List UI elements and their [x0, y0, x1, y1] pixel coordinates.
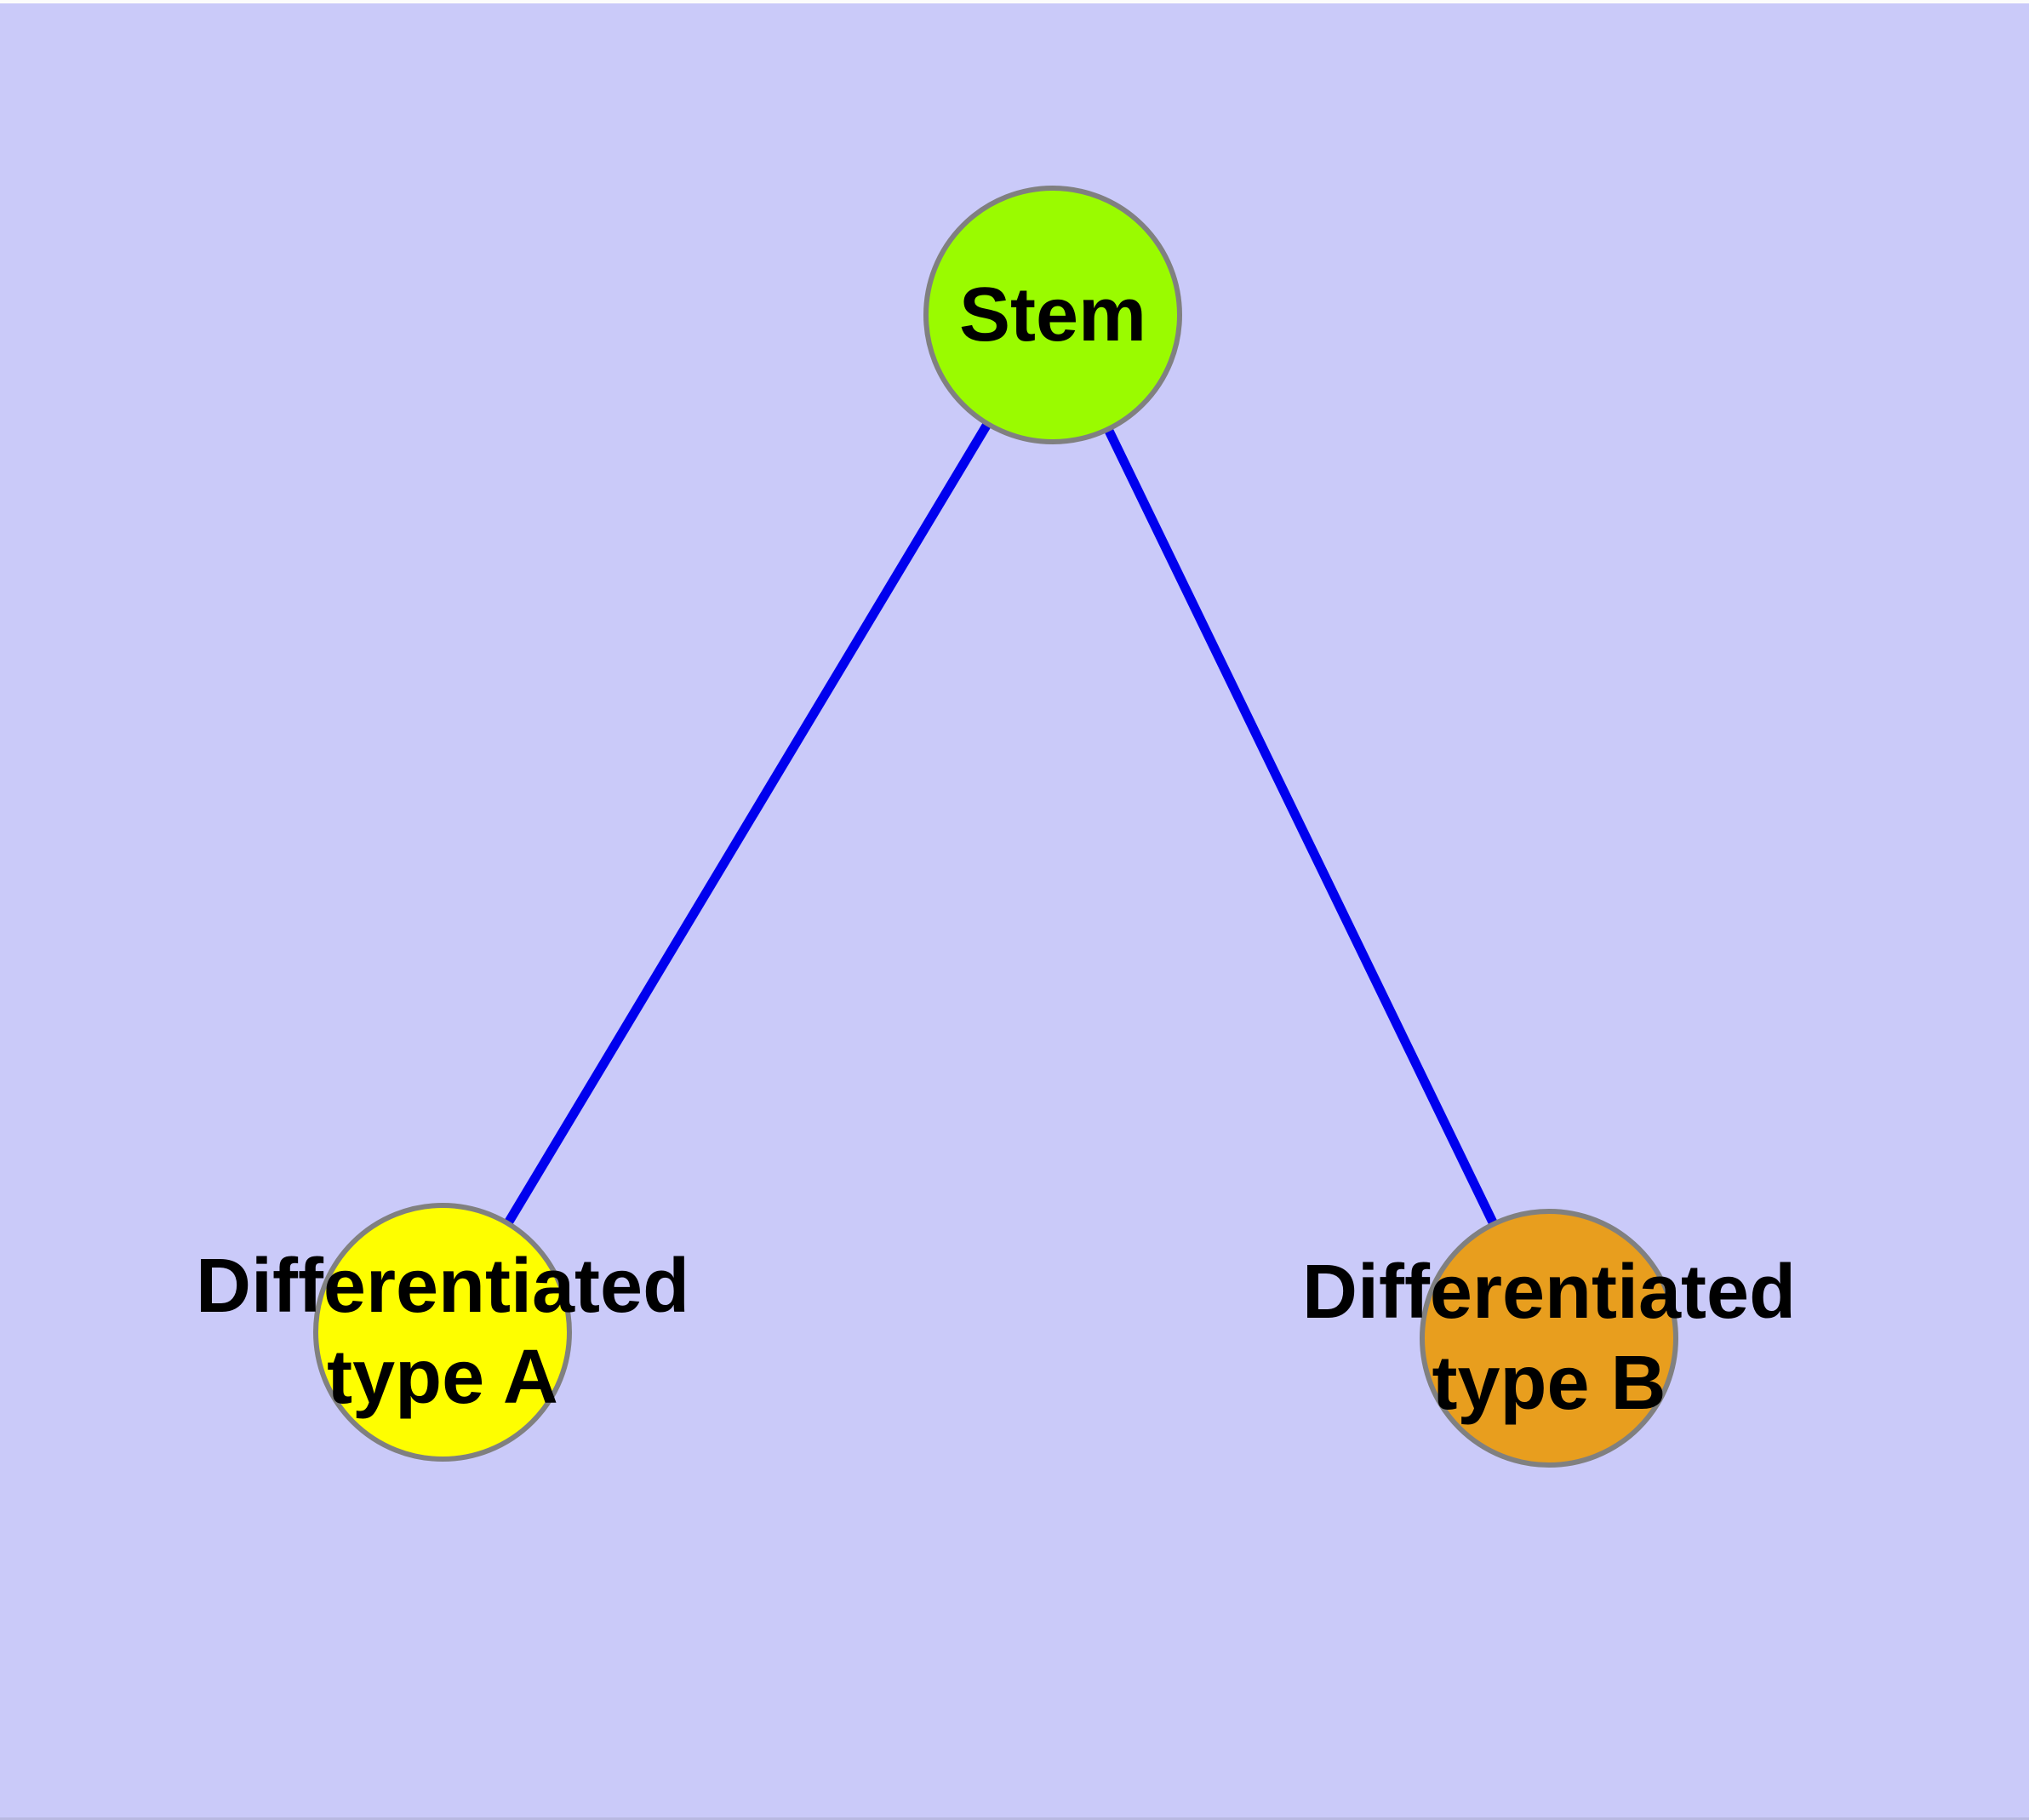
- node-stem: Stem: [923, 186, 1182, 444]
- edge-stem-to-type-b: [1049, 312, 1553, 1341]
- node-differentiated-type-a-circle[interactable]: [313, 1203, 572, 1462]
- node-differentiated-type-a: Differentiated type A: [196, 1203, 689, 1462]
- node-differentiated-type-b: Differentiated type B: [1302, 1209, 1796, 1468]
- edge-stem-to-type-a: [438, 312, 1057, 1335]
- node-stem-circle[interactable]: [923, 186, 1182, 444]
- canvas-top-edge: [0, 0, 2029, 3]
- node-differentiated-type-b-circle[interactable]: [1420, 1209, 1678, 1468]
- canvas-bottom-edge: [0, 1817, 2029, 1820]
